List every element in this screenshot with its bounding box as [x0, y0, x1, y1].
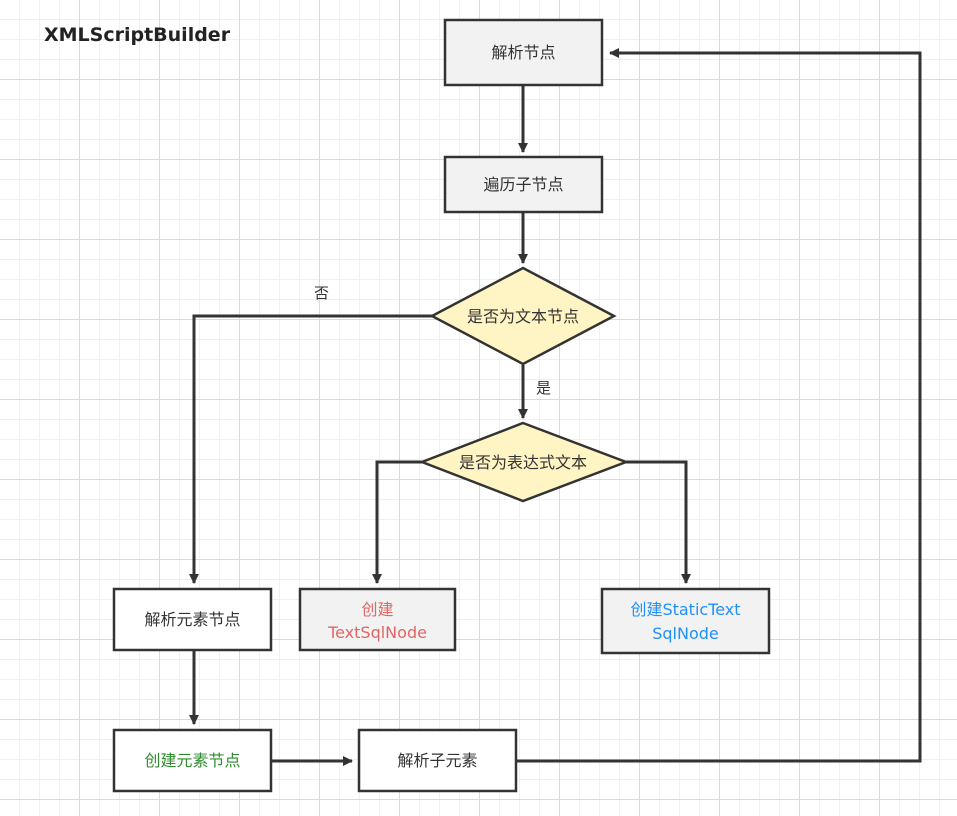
node-is-expression-text-label: 是否为表达式文本	[459, 453, 587, 472]
node-traverse-children-label: 遍历子节点	[483, 175, 563, 194]
node-create-static-text-sql-node[interactable]: 创建StaticText SqlNode	[600, 587, 771, 655]
node-parse-node[interactable]: 解析节点	[443, 18, 604, 87]
node-create-element-node-label: 创建元素节点	[144, 751, 240, 770]
edges	[189, 48, 922, 766]
node-create-text-sql-node-line2: TextSqlNode	[327, 623, 427, 642]
node-create-element-node[interactable]: 创建元素节点	[112, 728, 273, 793]
node-create-static-text-sql-node-line2: SqlNode	[652, 624, 719, 643]
node-is-text-node[interactable]: 是否为文本节点	[429, 266, 617, 366]
node-is-text-node-label: 是否为文本节点	[467, 307, 579, 326]
edge-expr-to-statictextsqlnode	[626, 460, 691, 584]
edge-label-yes: 是	[536, 379, 551, 397]
node-parse-element-node[interactable]: 解析元素节点	[112, 587, 273, 652]
node-create-static-text-sql-node-line1: 创建StaticText	[630, 600, 740, 619]
node-parse-element-node-label: 解析元素节点	[144, 610, 240, 629]
edge-label-no: 否	[314, 284, 329, 302]
node-parse-node-label: 解析节点	[491, 43, 555, 62]
diagram-title: XMLScriptBuilder	[44, 24, 231, 46]
node-create-text-sql-node[interactable]: 创建 TextSqlNode	[298, 587, 457, 652]
edge-loop-back-to-parse-node	[517, 48, 922, 763]
edge-text-check-no	[189, 314, 432, 584]
node-parse-child-elements-label: 解析子元素	[397, 751, 477, 770]
node-parse-child-elements[interactable]: 解析子元素	[357, 728, 518, 793]
node-is-expression-text[interactable]: 是否为表达式文本	[418, 421, 630, 503]
node-traverse-children[interactable]: 遍历子节点	[443, 155, 604, 214]
edge-expr-to-textsqlnode	[372, 460, 422, 584]
node-create-text-sql-node-line1: 创建	[361, 600, 393, 619]
